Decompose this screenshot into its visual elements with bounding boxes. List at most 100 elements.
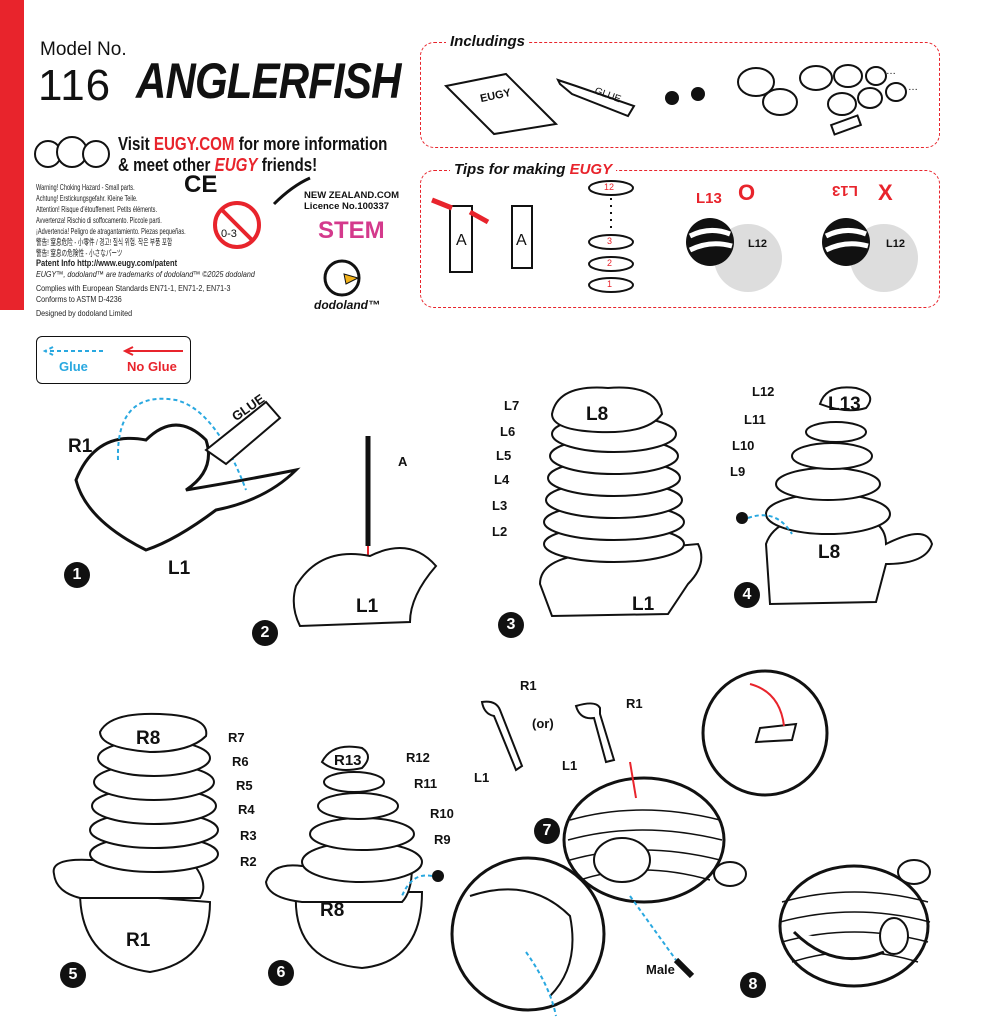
glue-legend: Glue No Glue <box>36 336 191 384</box>
warnings: Warning! Choking Hazard - Small parts.Ac… <box>36 182 186 258</box>
no-glue-legend-label: No Glue <box>127 359 177 374</box>
l12-label: L12 <box>748 238 767 250</box>
step-number: 5 <box>60 962 86 988</box>
part-label: L1 <box>168 558 191 579</box>
svg-text:…: … <box>886 66 896 77</box>
correct-label: L13 <box>696 190 722 207</box>
correct-orientation-icon <box>686 218 782 292</box>
svg-text:…: … <box>908 82 918 93</box>
step-number: 2 <box>252 620 278 646</box>
ce-mark: CE <box>184 171 218 198</box>
eye-stalk-options-icon <box>480 700 616 772</box>
glue-arrow-icon <box>42 346 103 356</box>
part-label: L1 <box>632 594 655 615</box>
part-label: L13 <box>828 394 861 415</box>
fern-icon <box>272 176 311 206</box>
wrong-orientation-icon <box>822 218 918 292</box>
wrong-label: L13 <box>832 182 858 199</box>
age-badge: 0-3 <box>221 228 237 240</box>
legal-info: Patent Info http://www.eugy.com/patent E… <box>36 258 255 318</box>
or-label: (or) <box>532 716 554 731</box>
l12-label-2: L12 <box>886 238 905 250</box>
parts-discs-icon: …… <box>737 64 918 136</box>
step-2-illustration <box>292 436 438 628</box>
zoom-detail-bottom <box>450 856 606 1017</box>
model-number: 116 <box>38 61 112 110</box>
disc-number: 12 <box>604 182 615 192</box>
part-label: L9 <box>730 464 746 479</box>
part-label: R9 <box>434 832 451 847</box>
step-number: 7 <box>534 818 560 844</box>
part-label: R11 <box>414 776 438 791</box>
step-number: 1 <box>64 562 90 588</box>
step-number: 8 <box>740 972 766 998</box>
glue-legend-label: Glue <box>59 359 88 374</box>
part-label: L10 <box>732 438 755 453</box>
part-a-press-icon <box>431 197 533 273</box>
part-label: L3 <box>492 498 508 513</box>
part-label: R5 <box>236 778 253 793</box>
stem-logo: STEM <box>318 217 385 244</box>
part-label: L5 <box>496 448 512 463</box>
part-label: R8 <box>136 728 161 749</box>
tips-box <box>420 170 940 308</box>
part-label: R1 <box>626 696 643 711</box>
page-title: ANGLERFISH <box>136 53 401 109</box>
part-label: R2 <box>240 854 257 869</box>
part-label: R1 <box>126 930 151 951</box>
disc-number: 2 <box>607 258 613 268</box>
step-number: 4 <box>734 582 760 608</box>
manual-icon <box>443 72 559 136</box>
part-label: R13 <box>334 752 362 769</box>
part-label: L1 <box>474 770 490 785</box>
step-4-illustration <box>736 386 934 606</box>
part-label: L8 <box>818 542 841 563</box>
includings-title: Includings <box>446 33 529 50</box>
mascots-icon <box>34 136 110 168</box>
dodoland-logo: dodoland™ <box>314 298 380 312</box>
model-label: Model No. <box>40 39 127 60</box>
part-label: R1 <box>68 436 93 457</box>
part-label: R12 <box>406 750 430 765</box>
part-label: L1 <box>356 596 379 617</box>
part-label: R7 <box>228 730 245 745</box>
step-3-illustration <box>538 386 703 618</box>
disc-number: 3 <box>607 236 613 246</box>
part-label: R1 <box>520 678 537 693</box>
step-6-illustration <box>264 745 444 970</box>
promo-text: Visit EUGY.COM for more information & me… <box>118 134 388 175</box>
step-7-illustration <box>562 761 747 904</box>
age-warning-icon <box>213 201 261 249</box>
step-1-illustration <box>74 397 301 552</box>
no-glue-arrow-icon <box>122 346 183 356</box>
disc-order-icon <box>588 180 634 293</box>
part-label: R10 <box>430 806 454 821</box>
part-label: L8 <box>586 404 609 425</box>
dodo-logo-icon <box>323 259 361 297</box>
glue-tube-icon <box>556 78 636 118</box>
part-label: R8 <box>320 900 345 921</box>
part-label: L4 <box>494 472 510 487</box>
male-label: Male <box>646 962 675 977</box>
part-label: L6 <box>500 424 516 439</box>
step-number: 6 <box>268 960 294 986</box>
eye-stalk-male-icon <box>629 895 695 979</box>
step-number: 3 <box>498 612 524 638</box>
part-a-label: A <box>456 232 467 249</box>
wrong-mark: X <box>878 180 893 205</box>
step-8-completed-anglerfish <box>778 859 931 988</box>
includings-box <box>420 42 940 148</box>
eyes-icon <box>665 87 705 105</box>
tips-title: Tips for making EUGY <box>450 161 617 178</box>
part-label: R3 <box>240 828 257 843</box>
part-a-label-2: A <box>516 232 527 249</box>
disc-number: 1 <box>607 279 613 289</box>
part-label: R6 <box>232 754 249 769</box>
part-label: A <box>398 454 408 469</box>
brand-color-bar <box>0 0 24 310</box>
zoom-detail-top <box>701 669 829 797</box>
part-label: R4 <box>238 802 255 817</box>
eugy-link[interactable]: EUGY.COM <box>153 134 235 154</box>
part-label: L12 <box>752 384 775 399</box>
part-label: L7 <box>504 398 520 413</box>
